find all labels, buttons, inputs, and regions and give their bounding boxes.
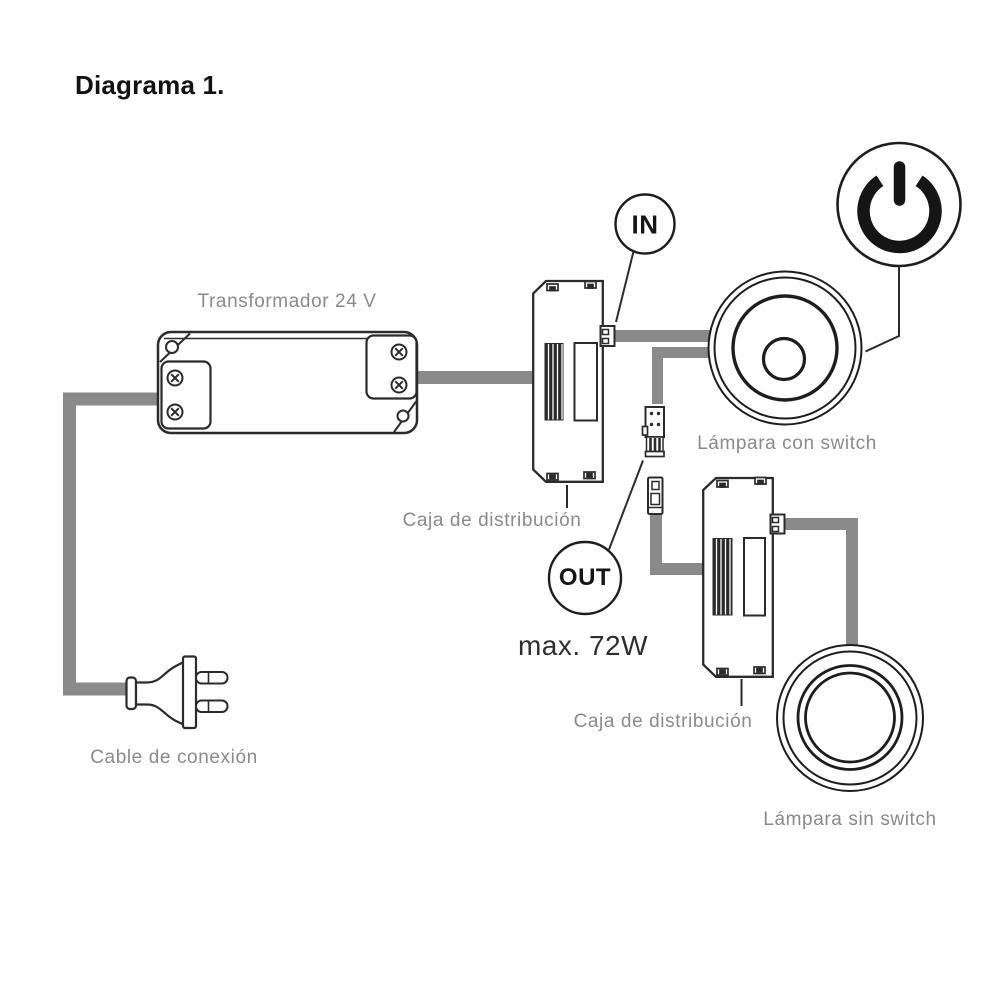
transformer bbox=[156, 330, 419, 435]
box2-to-lamp2-cable bbox=[784, 518, 858, 652]
max-power-label: max. 72W bbox=[517, 630, 649, 661]
box1-body bbox=[532, 279, 604, 483]
box2-clips bbox=[716, 476, 767, 676]
plug-body bbox=[134, 660, 185, 726]
inline-connector-female bbox=[647, 476, 664, 515]
power-leader-line bbox=[865, 266, 900, 353]
distribution-box-2 bbox=[702, 476, 786, 678]
out-badge-label: OUT bbox=[558, 564, 612, 591]
out-badge-circle bbox=[547, 540, 623, 616]
plug-icon bbox=[125, 655, 229, 730]
lamp-with-switch-label: Lámpara con switch bbox=[697, 433, 877, 454]
page-title: Diagrama 1. bbox=[75, 70, 225, 100]
box2-body bbox=[702, 476, 774, 678]
mounting-hole-right bbox=[396, 409, 410, 423]
in-badge-label: IN bbox=[631, 209, 659, 240]
box2-out-port bbox=[769, 513, 786, 535]
screw-icon bbox=[166, 403, 184, 421]
box1-vent bbox=[544, 343, 564, 421]
terminal-panel-right bbox=[365, 334, 418, 400]
mains-cable bbox=[63, 392, 160, 696]
terminal-panel-left bbox=[160, 360, 212, 430]
box1-clips bbox=[546, 280, 597, 481]
connection-cable-label: Cable de conexión bbox=[90, 747, 258, 768]
power-icon bbox=[836, 141, 962, 268]
screw-icon bbox=[166, 369, 184, 387]
mounting-hole-left bbox=[165, 340, 179, 354]
leader-lines bbox=[566, 251, 900, 706]
plug-pin-top bbox=[195, 671, 229, 685]
distribution-box-2-label: Caja de distribución bbox=[573, 711, 753, 732]
connector-to-box2-cable bbox=[650, 508, 705, 575]
box1-in-port bbox=[599, 325, 616, 347]
distribution-box-1 bbox=[532, 279, 616, 483]
box2-window bbox=[743, 537, 766, 617]
box2-vent bbox=[712, 538, 733, 616]
out-leader-line bbox=[608, 460, 644, 550]
transformer-label: Transformador 24 V bbox=[197, 291, 377, 312]
inline-connector-male bbox=[641, 406, 665, 458]
plug-pin-bottom bbox=[195, 699, 229, 713]
lamp-with-switch bbox=[707, 270, 863, 426]
plug-plate bbox=[181, 655, 198, 730]
screw-icon bbox=[390, 376, 408, 394]
in-leader-line bbox=[615, 251, 635, 323]
box1-window bbox=[573, 342, 598, 422]
lamp-without-switch bbox=[776, 644, 924, 792]
plug-collar bbox=[125, 676, 138, 711]
distribution-box-1-label: Caja de distribución bbox=[402, 510, 582, 531]
screw-icon bbox=[390, 343, 408, 361]
lamp-without-switch-label: Lámpara sin switch bbox=[763, 809, 937, 830]
lamp-switch-button bbox=[761, 336, 807, 382]
lamp1-output-cable bbox=[652, 347, 722, 404]
cables bbox=[63, 330, 858, 696]
in-badge-circle bbox=[614, 193, 676, 255]
